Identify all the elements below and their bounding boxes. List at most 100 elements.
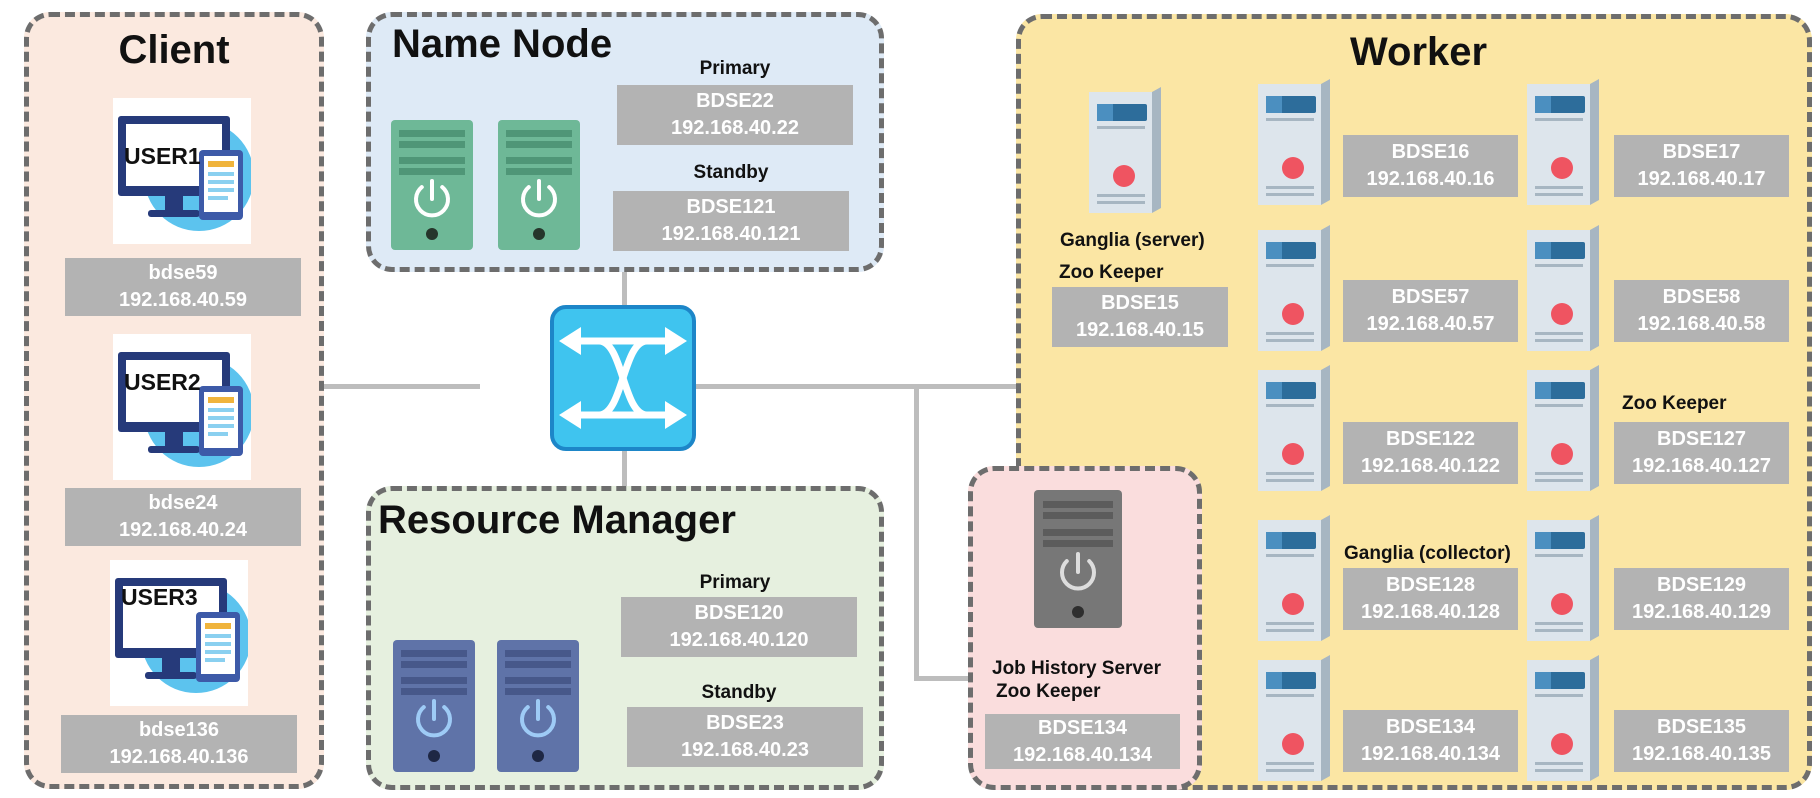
name-node-primary-server-icon	[391, 120, 473, 250]
resource-manager-standby-label: BDSE23 192.168.40.23	[627, 707, 863, 767]
worker-server-icon	[1524, 362, 1602, 494]
name-node-primary-hostname: BDSE22	[696, 90, 774, 112]
user1-ip: 192.168.40.59	[119, 289, 247, 311]
worker-node-hostname: BDSE128	[1386, 574, 1475, 596]
link-switch-namenode	[622, 268, 627, 308]
user1-station-icon	[113, 98, 251, 244]
worker-node-ip: 192.168.40.134	[1360, 743, 1501, 765]
worker-node-ip: 192.168.40.127	[1631, 455, 1772, 477]
name-node-title: Name Node	[392, 22, 613, 66]
worker-server-icon	[1255, 512, 1333, 644]
worker-node-hostname: BDSE134	[1386, 716, 1475, 738]
user3-hostname: bdse136	[138, 719, 220, 741]
user2-hostname: bdse24	[148, 492, 218, 514]
ganglia-server-role-2: Zoo Keeper	[1059, 262, 1164, 283]
job-history-role-1: Job History Server	[992, 658, 1161, 679]
worker-node-hostname: BDSE127	[1657, 428, 1746, 450]
ganglia-server-label: BDSE15 192.168.40.15	[1052, 287, 1228, 347]
client-title: Client	[118, 28, 230, 72]
name-node-primary-label: BDSE22 192.168.40.22	[617, 85, 853, 145]
worker-server-icon	[1255, 652, 1333, 784]
worker-node-hostname: BDSE16	[1391, 141, 1470, 163]
worker-server-icon	[1255, 76, 1333, 208]
worker-server-icon	[1524, 512, 1602, 644]
resource-manager-standby-hostname: BDSE23	[706, 712, 784, 734]
user3-label: bdse136 192.168.40.136	[61, 715, 297, 773]
worker-node-role: Ganglia (collector)	[1344, 543, 1511, 564]
worker-node-hostname: BDSE17	[1662, 141, 1741, 163]
user3-station-icon	[110, 560, 248, 706]
worker-node-ip: 192.168.40.57	[1366, 313, 1495, 335]
name-node-standby-server-icon	[498, 120, 580, 250]
worker-node-ip: 192.168.40.16	[1366, 168, 1495, 190]
ganglia-server-hostname: BDSE15	[1101, 292, 1179, 314]
job-history-ip: 192.168.40.134	[1012, 743, 1153, 766]
job-history-label: BDSE134 192.168.40.134	[985, 714, 1180, 769]
worker-node-hostname: BDSE135	[1657, 716, 1746, 738]
worker-server-icon	[1524, 76, 1602, 208]
worker-server-icon	[1524, 222, 1602, 354]
worker-node-role: Zoo Keeper	[1622, 393, 1727, 414]
worker-node-label: BDSE16 192.168.40.16	[1343, 135, 1518, 197]
network-switch-icon	[549, 304, 697, 452]
worker-node-hostname: BDSE57	[1391, 286, 1470, 308]
worker-node-ip: 192.168.40.135	[1631, 743, 1772, 765]
user2-badge: USER2	[124, 369, 201, 395]
link-jobhistory-horizontal	[914, 676, 974, 681]
worker-node-label: BDSE57 192.168.40.57	[1343, 280, 1518, 342]
user1-badge: USER1	[124, 143, 201, 169]
resource-manager-standby-server-icon	[497, 640, 579, 772]
link-switch-worker	[694, 384, 1016, 389]
name-node-primary-role: Primary	[699, 58, 771, 79]
link-jobhistory-vertical	[914, 384, 919, 680]
link-client-switch	[280, 384, 480, 389]
job-history-hostname: BDSE134	[1038, 716, 1127, 739]
ganglia-server-ip: 192.168.40.15	[1076, 319, 1204, 341]
ganglia-server-tower-icon	[1086, 84, 1164, 216]
resource-manager-primary-server-icon	[393, 640, 475, 772]
ganglia-server-role-1: Ganglia (server)	[1060, 230, 1205, 251]
worker-node-ip: 192.168.40.122	[1360, 455, 1501, 477]
user1-hostname: bdse59	[148, 262, 218, 284]
job-history-server-icon	[1034, 490, 1122, 628]
name-node-standby-role: Standby	[693, 162, 769, 183]
resource-manager-primary-role: Primary	[699, 572, 771, 593]
user2-station-icon	[113, 334, 251, 480]
job-history-role-2: Zoo Keeper	[996, 681, 1101, 702]
worker-node-label: BDSE122 192.168.40.122	[1343, 422, 1518, 484]
resource-manager-primary-ip: 192.168.40.120	[669, 629, 809, 651]
resource-manager-title: Resource Manager	[378, 498, 736, 542]
worker-node-label: BDSE128 192.168.40.128	[1343, 568, 1518, 630]
worker-node-hostname: BDSE129	[1657, 574, 1746, 596]
worker-node-ip: 192.168.40.128	[1360, 601, 1501, 623]
name-node-standby-label: BDSE121 192.168.40.121	[613, 191, 849, 251]
worker-node-label: BDSE134 192.168.40.134	[1343, 710, 1518, 772]
worker-node-label: BDSE17 192.168.40.17	[1614, 135, 1789, 197]
worker-node-hostname: BDSE58	[1662, 286, 1741, 308]
worker-node-hostname: BDSE122	[1386, 428, 1475, 450]
user2-ip: 192.168.40.24	[119, 519, 247, 541]
resource-manager-standby-role: Standby	[701, 682, 777, 703]
worker-node-ip: 192.168.40.58	[1637, 313, 1766, 335]
worker-server-icon	[1255, 222, 1333, 354]
resource-manager-standby-ip: 192.168.40.23	[681, 739, 809, 761]
worker-node-ip: 192.168.40.129	[1631, 601, 1772, 623]
name-node-primary-ip: 192.168.40.22	[671, 117, 799, 139]
resource-manager-primary-label: BDSE120 192.168.40.120	[621, 597, 857, 657]
worker-server-icon	[1524, 652, 1602, 784]
user1-label: bdse59 192.168.40.59	[65, 258, 301, 316]
worker-node-label: BDSE129 192.168.40.129	[1614, 568, 1789, 630]
worker-server-icon	[1255, 362, 1333, 494]
user3-badge: USER3	[121, 584, 198, 610]
worker-node-ip: 192.168.40.17	[1637, 168, 1766, 190]
link-switch-resourcemanager	[622, 446, 627, 496]
user3-ip: 192.168.40.136	[109, 746, 249, 768]
name-node-standby-hostname: BDSE121	[686, 196, 776, 218]
worker-node-label: BDSE58 192.168.40.58	[1614, 280, 1789, 342]
worker-node-label: BDSE127 192.168.40.127	[1614, 422, 1789, 484]
worker-node-label: BDSE135 192.168.40.135	[1614, 710, 1789, 772]
resource-manager-primary-hostname: BDSE120	[694, 602, 784, 624]
name-node-standby-ip: 192.168.40.121	[661, 223, 801, 245]
user2-label: bdse24 192.168.40.24	[65, 488, 301, 546]
